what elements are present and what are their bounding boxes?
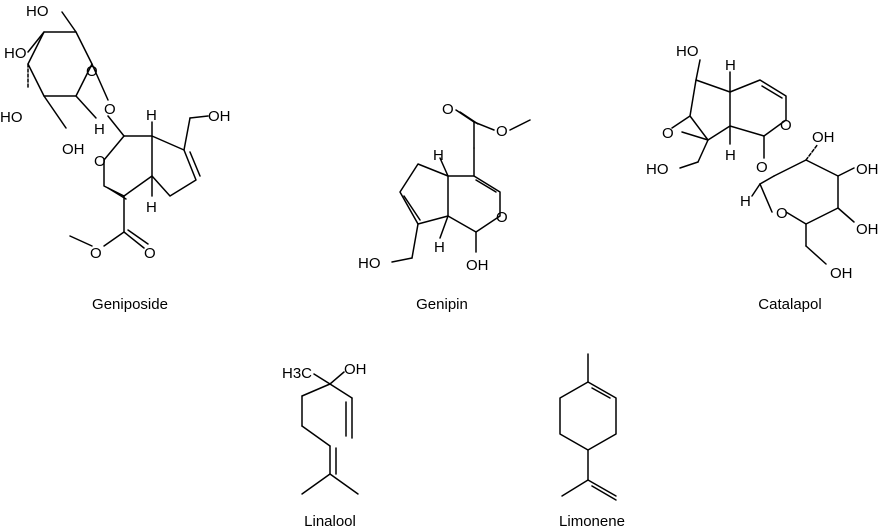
- caption-catalapol: Catalapol: [758, 296, 821, 313]
- atom-label: O: [94, 153, 106, 170]
- molecule-genipin: O O H O HO H OH Genipin: [358, 101, 531, 313]
- atom-label: H: [725, 57, 736, 74]
- atom-label: HO: [4, 45, 27, 62]
- atom-label: HO: [676, 43, 699, 60]
- atom-label: HO: [358, 255, 381, 272]
- atom-label: H3C: [282, 365, 312, 382]
- atom-label: O: [662, 125, 674, 142]
- atom-label: HO: [0, 109, 23, 126]
- atom-label: O: [144, 245, 156, 262]
- atom-label: OH: [830, 265, 853, 282]
- atom-label: H: [94, 121, 105, 138]
- atom-label: HO: [26, 3, 49, 20]
- atom-label: OH: [856, 161, 879, 178]
- caption-limonene: Limonene: [559, 513, 625, 529]
- atom-label: O: [756, 159, 768, 176]
- atom-label: H: [433, 147, 444, 164]
- atom-label: OH: [466, 257, 489, 274]
- molecule-geniposide: HO HO HO OH H O O OH H O H O O Geniposid…: [0, 3, 231, 313]
- atom-label: H: [146, 199, 157, 216]
- atom-label: H: [725, 147, 736, 164]
- caption-genipin: Genipin: [416, 296, 468, 313]
- caption-geniposide: Geniposide: [92, 296, 168, 313]
- molecule-catalapol: HO H O O H HO O OH OH H O OH OH Catalapo…: [646, 43, 879, 313]
- molecule-linalool: H3C OH Linalool: [282, 361, 367, 529]
- atom-label: O: [776, 205, 788, 222]
- atom-label: O: [496, 123, 508, 140]
- caption-linalool: Linalool: [304, 513, 356, 529]
- atom-label: HO: [646, 161, 669, 178]
- atom-label: OH: [812, 129, 835, 146]
- atom-label: H: [740, 193, 751, 210]
- molecule-limonene: Limonene: [559, 353, 625, 529]
- atom-label: OH: [62, 141, 85, 158]
- atom-label: O: [496, 209, 508, 226]
- atom-label: OH: [208, 108, 231, 125]
- atom-label: OH: [856, 221, 879, 238]
- atom-label: O: [90, 245, 102, 262]
- atom-label: O: [442, 101, 454, 118]
- atom-label: O: [780, 117, 792, 134]
- atom-label: H: [434, 239, 445, 256]
- atom-label: OH: [344, 361, 367, 378]
- atom-label: O: [104, 101, 116, 118]
- atom-label: H: [146, 107, 157, 124]
- atom-label: O: [86, 63, 98, 80]
